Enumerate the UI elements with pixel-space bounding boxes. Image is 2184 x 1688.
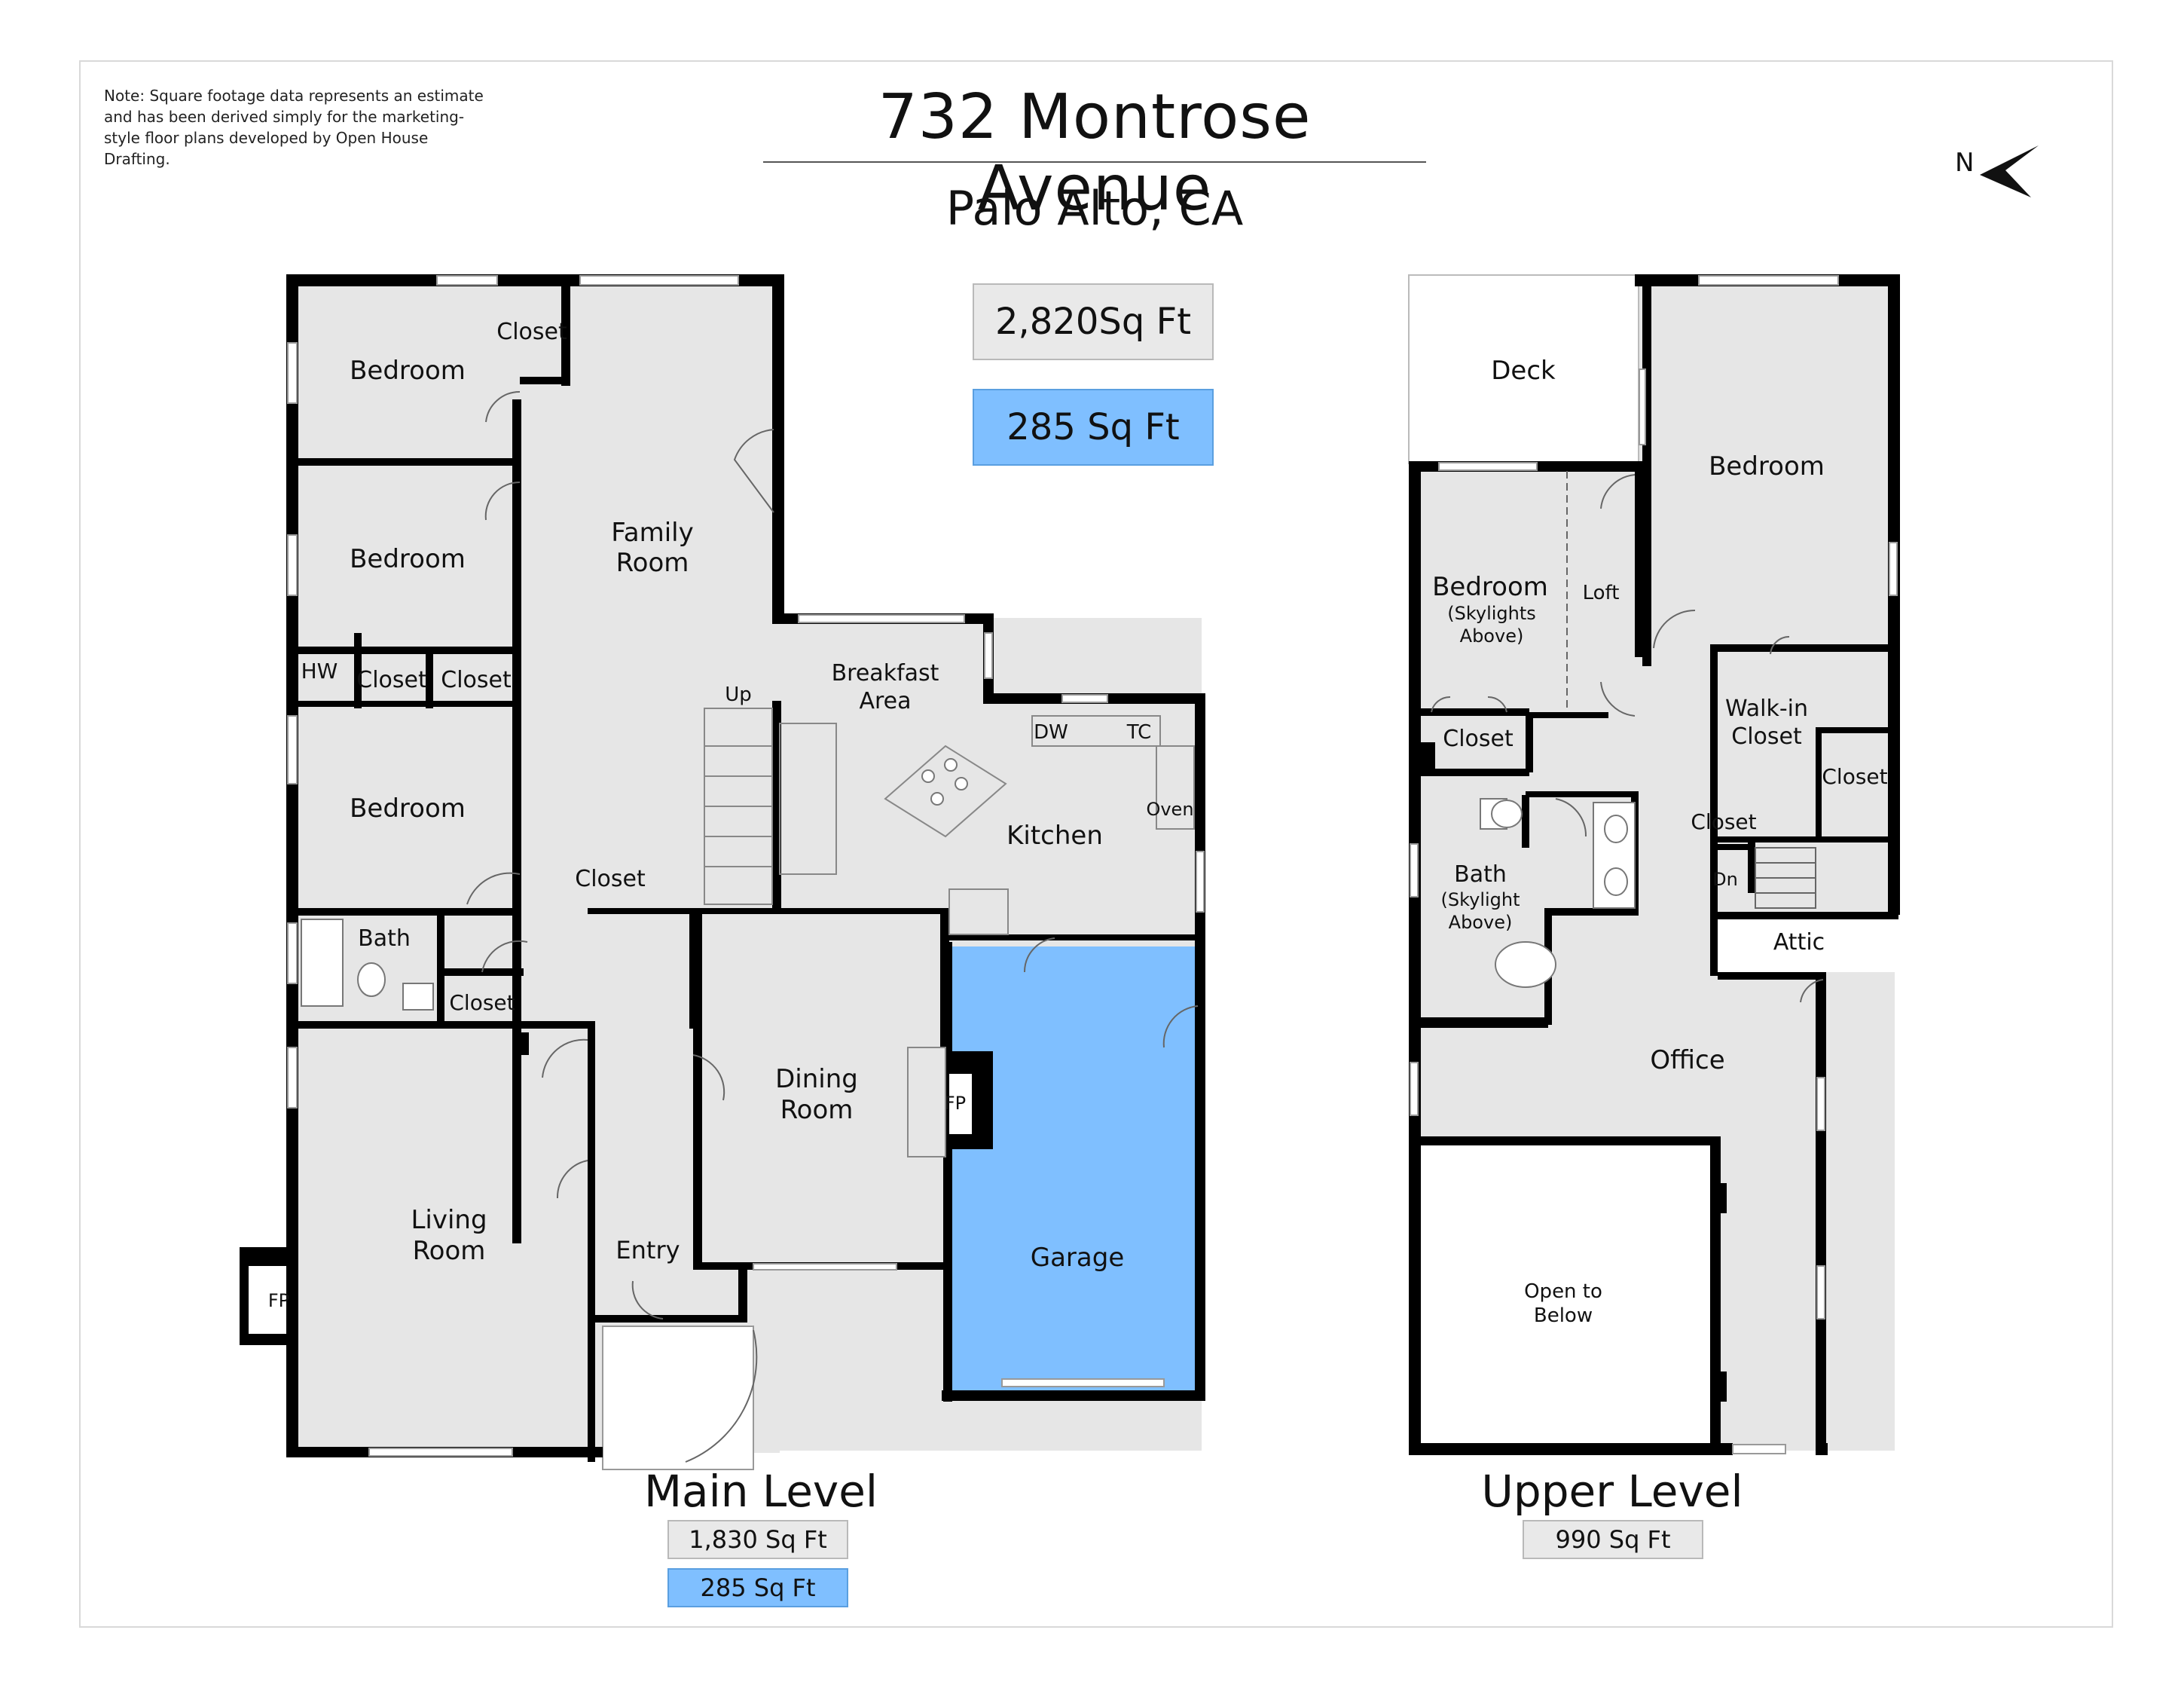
upper-bath-note-1: (Skylight	[1440, 889, 1520, 910]
disclaimer-note: Note: Square footage data represents an …	[104, 87, 484, 168]
page-frame	[79, 60, 2113, 1628]
upper-level-title: Upper Level	[1481, 1466, 1743, 1517]
property-address: 732 Montrose Avenue	[878, 81, 1312, 225]
upper-bedroom-2-note-2: Above)	[1460, 625, 1524, 647]
main-level-sqft-badge: 1,830 Sq Ft	[667, 1520, 848, 1559]
upper-bedroom-2-note-1: (Skylights	[1447, 603, 1536, 624]
upper-bath-label: Bath	[1454, 861, 1507, 888]
garage-sqft-badge: 285 Sq Ft	[973, 389, 1214, 466]
main-bath-label: Bath	[358, 925, 411, 952]
north-arrow-icon	[1980, 145, 2039, 197]
main-closet-3-label: Closet	[441, 667, 512, 693]
upper-level-sqft-badge: 990 Sq Ft	[1523, 1520, 1703, 1559]
property-city: Palo Alto, CA	[945, 181, 1244, 236]
garage-label: Garage	[1031, 1243, 1125, 1273]
living-room-label-2: Room	[413, 1236, 486, 1266]
upper-level-plan: Deck Bedroom Bedroom (Skylights Above) L…	[1408, 274, 1900, 1455]
main-bedroom-2-label: Bedroom	[350, 544, 466, 574]
deck-label: Deck	[1491, 356, 1556, 386]
breakfast-area-label-1: Breakfast	[832, 660, 939, 687]
dining-fireplace-label: FP	[945, 1093, 966, 1114]
dw-label: DW	[1034, 721, 1068, 744]
walk-in-closet-label-1: Walk-in	[1725, 696, 1808, 722]
open-to-below-label-2: Below	[1534, 1304, 1593, 1327]
kitchen-label: Kitchen	[1006, 821, 1103, 851]
main-level-sqft-label: 1,830 Sq Ft	[689, 1525, 827, 1554]
living-room-label-1: Living	[411, 1205, 487, 1235]
loft-label: Loft	[1583, 582, 1620, 604]
attic-label: Attic	[1773, 929, 1825, 956]
total-sqft-label: 2,820Sq Ft	[994, 301, 1192, 343]
upper-closet-1-label: Closet	[1443, 726, 1514, 752]
upper-bath-note-2: Above)	[1449, 912, 1513, 933]
main-bedroom-1-label: Bedroom	[350, 356, 466, 386]
main-closet-1-label: Closet	[496, 319, 567, 345]
living-fireplace-label: FP	[268, 1290, 289, 1311]
main-level-plan: Bedroom Closet Bedroom Family Room HW Cl…	[240, 274, 1205, 1470]
oven-label: Oven	[1146, 799, 1193, 820]
open-to-below-label-1: Open to	[1524, 1280, 1602, 1303]
main-level-garage-sqft-badge: 285 Sq Ft	[667, 1568, 848, 1607]
tc-label: TC	[1126, 721, 1152, 744]
dining-room-label-2: Room	[780, 1095, 854, 1125]
north-label: N	[1955, 148, 1975, 178]
garage-sqft-label: 285 Sq Ft	[1006, 406, 1180, 448]
hw-label: HW	[301, 659, 338, 683]
dining-room-label-1: Dining	[775, 1064, 858, 1094]
main-level-garage-sqft-label: 285 Sq Ft	[700, 1573, 816, 1602]
entry-label: Entry	[615, 1236, 680, 1264]
upper-bedroom-label: Bedroom	[1709, 451, 1825, 482]
family-room-label-1: Family	[611, 518, 693, 548]
main-closet-5-label: Closet	[449, 990, 515, 1015]
main-bedroom-3-label: Bedroom	[350, 794, 466, 824]
stairs-down-label: Dn	[1712, 869, 1738, 890]
upper-level-sqft-label: 990 Sq Ft	[1555, 1525, 1671, 1554]
breakfast-area-label-2: Area	[859, 688, 911, 714]
total-sqft-badge: 2,820Sq Ft	[973, 283, 1214, 360]
main-closet-2-label: Closet	[356, 667, 427, 693]
walk-in-closet-label-2: Closet	[1731, 723, 1802, 750]
main-level-title: Main Level	[644, 1466, 878, 1517]
garage-area	[948, 946, 1200, 1397]
office-label: Office	[1650, 1045, 1724, 1075]
family-room-label-2: Room	[616, 548, 689, 578]
upper-closet-3-label: Closet	[1691, 809, 1756, 834]
upper-bedroom-2-label: Bedroom	[1432, 572, 1548, 602]
stairs-up-label: Up	[725, 683, 752, 706]
title-underline	[763, 161, 1426, 163]
main-closet-4-label: Closet	[575, 866, 646, 892]
upper-closet-2-label: Closet	[1822, 764, 1887, 789]
